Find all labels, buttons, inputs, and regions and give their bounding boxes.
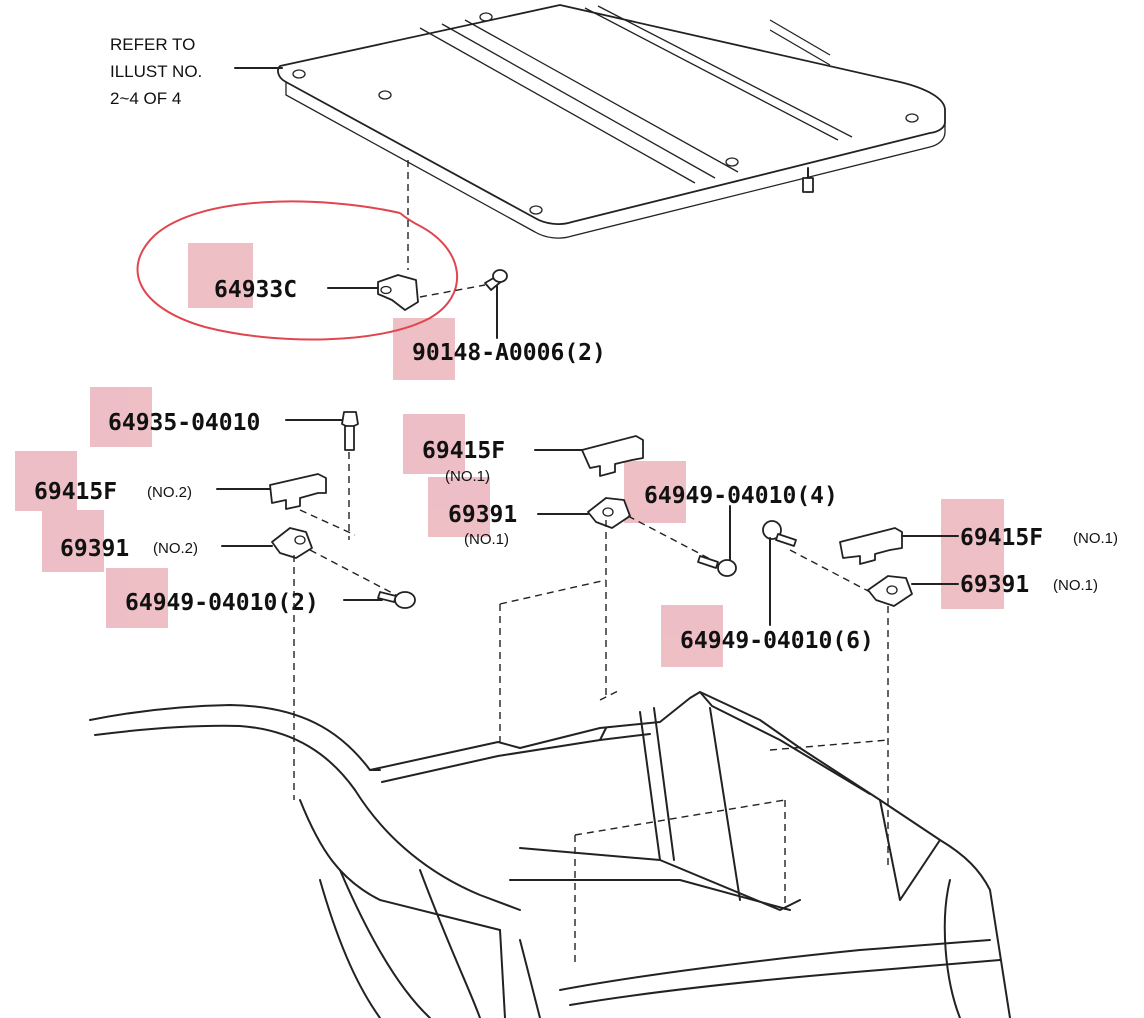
hinge-bracket-icon: [867, 575, 913, 607]
label-69391-left: 69391: [60, 536, 129, 562]
bolt-icon: [697, 555, 737, 577]
clip-icon: [839, 527, 903, 565]
label-69415f-mid: 69415F: [422, 438, 505, 464]
label-69391-mid-sub: (NO.1): [464, 531, 509, 548]
label-69391-mid: 69391: [448, 502, 517, 528]
bolt-icon: [341, 411, 359, 451]
label-64949-left: 64949-04010(2): [125, 590, 319, 616]
highlight-64933c: [188, 243, 253, 308]
truck-bed-icon: [89, 691, 1011, 1018]
bolt-icon: [762, 520, 797, 547]
bolt-icon: [377, 591, 416, 609]
highlight-69415f-mid: [403, 414, 465, 474]
reference-line3: 2~4 OF 4: [110, 89, 181, 108]
label-69415f-left: 69415F: [34, 479, 117, 505]
highlight-69415f-left: [15, 451, 77, 511]
highlight-64949-mid: [624, 461, 686, 523]
highlight-64949-right: [661, 605, 723, 667]
hinge-bracket-icon: [271, 527, 313, 559]
reference-line1: REFER TO: [110, 35, 195, 54]
highlight-69391-mid: [428, 477, 490, 537]
label-69415f-right-sub: (NO.1): [1073, 530, 1118, 547]
highlight-69415f-right: [941, 499, 1004, 609]
label-69415f-right: 69415F: [960, 525, 1043, 551]
annotation-circle: [136, 200, 458, 341]
tonneau-cover-icon: [277, 4, 946, 239]
label-69415f-mid-sub: (NO.1): [445, 468, 490, 485]
label-69391-right: 69391: [960, 572, 1029, 598]
label-90148: 90148-A0006(2): [412, 340, 606, 366]
reference-line2: ILLUST NO.: [110, 62, 202, 81]
label-69391-right-sub: (NO.1): [1053, 577, 1098, 594]
hinge-bracket-icon: [587, 497, 631, 529]
clip-icon: [581, 435, 644, 477]
label-64949-mid: 64949-04010(4): [644, 483, 838, 509]
highlight-69391-left: [42, 510, 104, 572]
highlight-boxes: [15, 243, 1004, 667]
label-69415f-left-sub: (NO.2): [147, 484, 192, 501]
label-69391-left-sub: (NO.2): [153, 540, 198, 557]
label-64933c: 64933C: [214, 277, 297, 303]
label-64949-right: 64949-04010(6): [680, 628, 874, 654]
bolt-icon: [484, 269, 508, 291]
highlight-64949-left: [106, 568, 168, 628]
highlight-64935: [90, 387, 152, 447]
label-64935: 64935-04010: [108, 410, 260, 436]
clip-icon: [269, 473, 327, 510]
hinge-bracket-icon: [377, 274, 419, 311]
